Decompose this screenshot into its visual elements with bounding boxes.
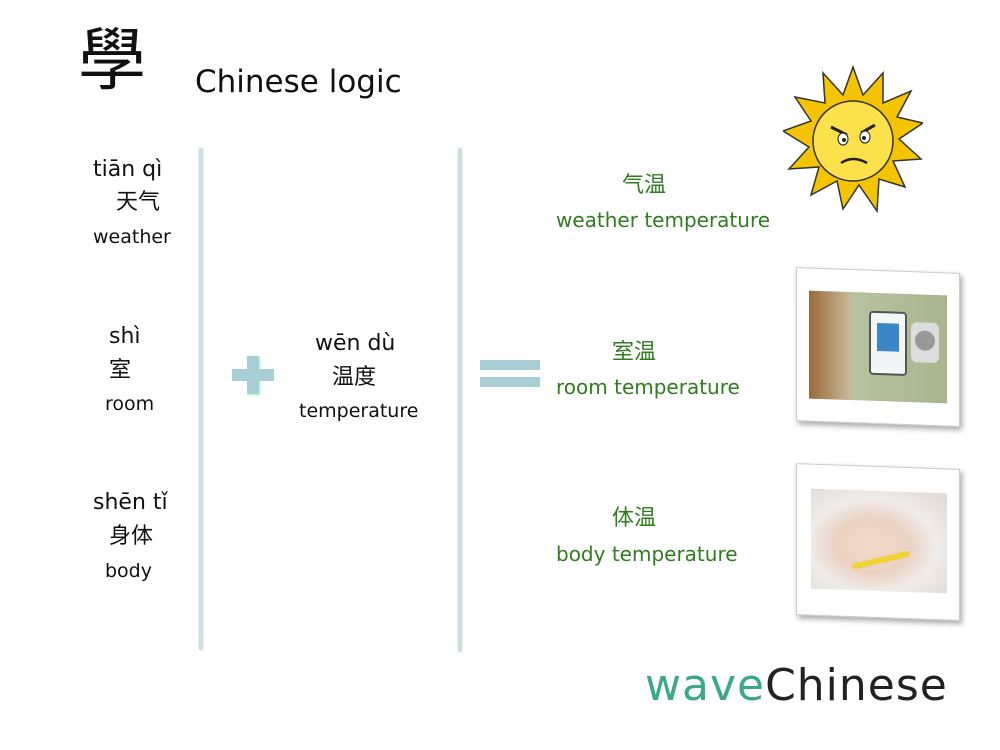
- result-hanzi-tiwen: 体温: [612, 506, 657, 531]
- pinyin-shi: shì: [109, 324, 141, 349]
- wavechinese-brand-logo: waveChinese: [645, 660, 948, 711]
- pinyin-shenti: shēn tǐ: [93, 490, 168, 515]
- angry-sun-image: [783, 65, 923, 213]
- room-thermostat-photo: [796, 267, 960, 427]
- page-title: Chinese logic: [195, 64, 402, 100]
- english-temperature: temperature: [299, 400, 419, 422]
- result-english-weather-temperature: weather temperature: [556, 208, 771, 232]
- hanzi-shenti: 身体: [109, 524, 154, 549]
- result-english-room-temperature: room temperature: [556, 375, 740, 399]
- logo-seal-character: 學: [78, 22, 147, 101]
- divider-right: [458, 148, 462, 652]
- plus-icon: [232, 356, 274, 394]
- hanzi-tianqi: 天气: [116, 190, 161, 215]
- english-weather: weather: [93, 226, 171, 248]
- hanzi-shi: 室: [109, 358, 132, 383]
- result-hanzi-shiwen: 室温: [612, 340, 657, 365]
- english-room: room: [105, 393, 155, 415]
- pinyin-tianqi: tiān qì: [93, 157, 163, 182]
- brand-wave: wave: [645, 660, 766, 711]
- english-body: body: [105, 560, 152, 582]
- baby-thermometer-photo: [796, 463, 960, 621]
- equals-icon: [480, 360, 540, 388]
- pinyin-wendu: wēn dù: [315, 331, 396, 356]
- brand-chinese: Chinese: [765, 660, 948, 711]
- result-hanzi-qiwen: 气温: [622, 173, 667, 198]
- result-english-body-temperature: body temperature: [556, 542, 738, 566]
- hanzi-wendu: 温度: [332, 365, 377, 390]
- divider-left: [199, 148, 203, 650]
